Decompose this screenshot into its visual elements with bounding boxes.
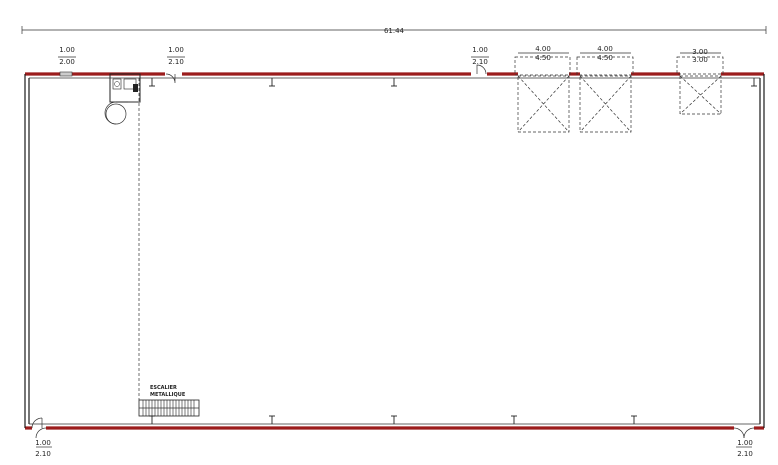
opening-bottom-2-width: 1.00 [737,439,753,447]
overhead-door-1-width: 4.00 [535,45,551,53]
opening-bottom-1: 1.00 2.10 [31,417,52,458]
overhead-door-1: 4.00 4.50 [514,45,571,133]
opening-bottom-2: 1.00 2.10 [733,427,755,458]
exterior-walls [24,72,765,430]
opening-top-1-height: 2.00 [59,58,75,66]
columns-bottom [149,415,637,424]
overhead-door-3-height: 3.00 [692,56,708,64]
overhead-door-2: 4.00 4.50 [576,45,634,133]
opening-top-1: 1.00 2.00 [58,46,76,77]
stair-label-line2: METALLIQUE [150,392,186,398]
overhead-door-2-height: 4.50 [597,54,613,62]
opening-top-2-height: 2.10 [168,58,184,66]
opening-top-2: 1.00 2.10 [165,46,185,84]
opening-top-3-width: 1.00 [472,46,488,54]
opening-top-1-width: 1.00 [59,46,75,54]
stair-label-line1: ESCALIER [150,385,177,391]
opening-bottom-2-height: 2.10 [737,450,753,458]
opening-bottom-1-width: 1.00 [35,439,51,447]
metallic-staircase: ESCALIER METALLIQUE [138,385,200,417]
opening-bottom-1-height: 2.10 [35,450,51,458]
columns-top [149,78,757,87]
overall-dimension: 61.44 [21,26,767,35]
opening-top-3-height: 2.10 [472,58,488,66]
overhead-door-3-width: 3.00 [692,48,708,56]
sanitary-block [104,73,141,125]
overhead-door-2-width: 4.00 [597,45,613,53]
overall-dimension-label: 61.44 [384,27,405,35]
opening-top-3: 1.00 2.10 [471,46,489,75]
opening-top-2-width: 1.00 [168,46,184,54]
overhead-door-1-height: 4.50 [535,54,551,62]
overhead-door-3: 3.00 3.00 [676,48,724,115]
